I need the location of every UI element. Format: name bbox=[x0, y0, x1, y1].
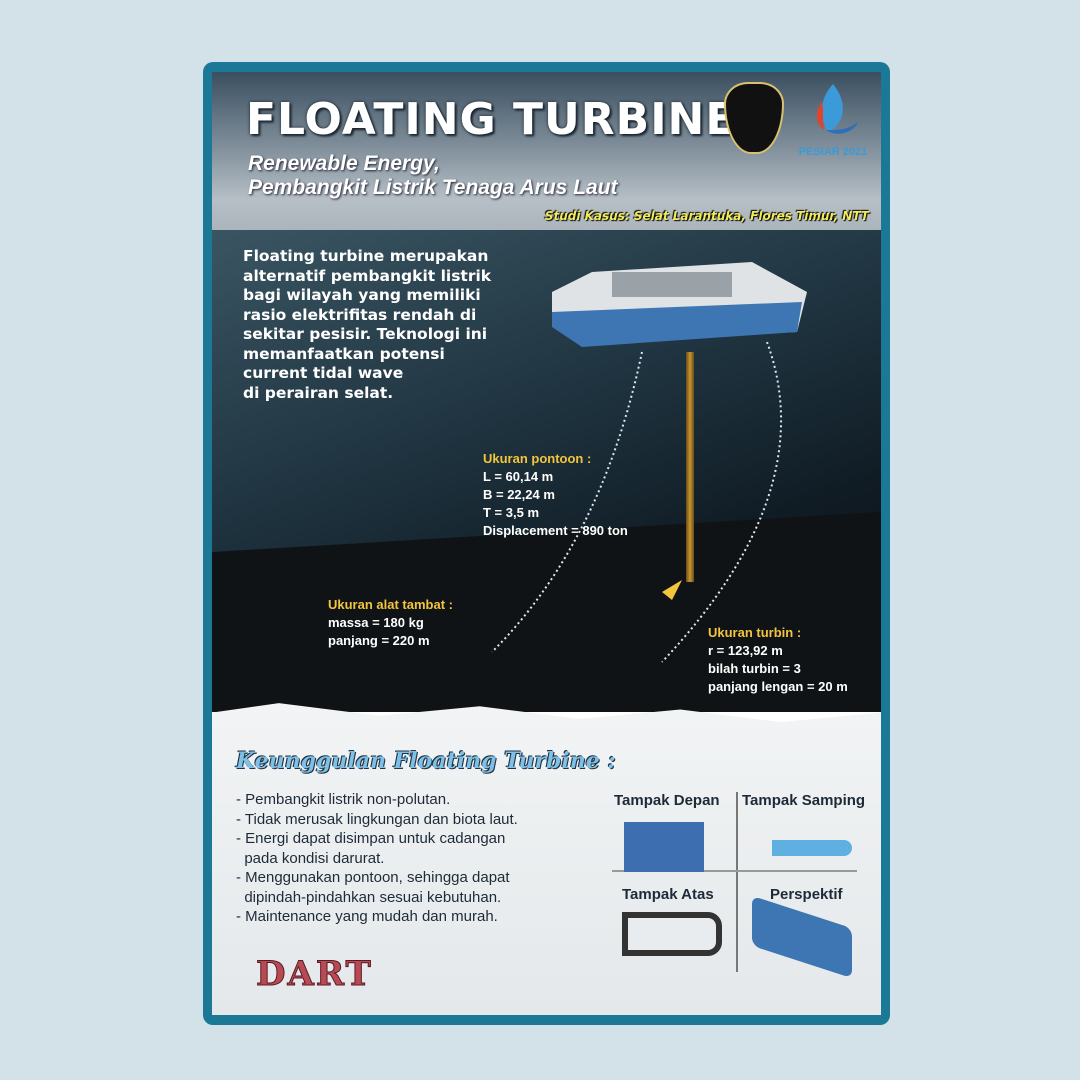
event-logo-text: PESIAR 2021 bbox=[798, 146, 868, 158]
sail-icon bbox=[816, 84, 858, 134]
list-item: - Maintenance yang mudah dan murah. bbox=[236, 908, 498, 925]
advantages-heading: Keunggulan Floating Turbine : bbox=[236, 748, 616, 774]
spec-line: Displacement = 890 ton bbox=[483, 523, 628, 538]
view-front-label: Tampak Depan bbox=[614, 792, 720, 809]
front-view-image bbox=[624, 822, 704, 872]
spec-line: massa = 180 kg bbox=[328, 615, 424, 630]
side-view-image bbox=[772, 840, 852, 856]
spec-line: panjang = 220 m bbox=[328, 633, 430, 648]
team-logo: DART bbox=[256, 954, 373, 995]
poster-frame: FLOATING TURBINE Renewable Energy, Pemba… bbox=[203, 62, 890, 1025]
turbine-specs: Ukuran turbin : r = 123,92 m bilah turbi… bbox=[708, 624, 848, 696]
poster-subtitle: Renewable Energy, Pembangkit Listrik Ten… bbox=[248, 152, 618, 200]
case-study: Studi Kasus: Selat Larantuka, Flores Tim… bbox=[544, 209, 869, 223]
turbine-shaft bbox=[686, 352, 694, 582]
university-logo bbox=[724, 82, 784, 154]
spec-line: bilah turbin = 3 bbox=[708, 661, 801, 676]
subtitle-line: Renewable Energy, bbox=[248, 152, 440, 175]
list-item: - Energi dapat disimpan untuk cadangan bbox=[236, 830, 506, 847]
view-perspective-label: Perspektif bbox=[770, 886, 843, 903]
spec-line: B = 22,24 m bbox=[483, 487, 555, 502]
list-item: - Menggunakan pontoon, sehingga dapat bbox=[236, 869, 510, 886]
spec-line: L = 60,14 m bbox=[483, 469, 554, 484]
poster-title: FLOATING TURBINE bbox=[246, 94, 737, 145]
event-logo: PESIAR 2021 bbox=[798, 80, 868, 158]
list-item: pada kondisi darurat. bbox=[236, 849, 385, 867]
mooring-specs: Ukuran alat tambat : massa = 180 kg panj… bbox=[328, 596, 453, 650]
poster: FLOATING TURBINE Renewable Energy, Pemba… bbox=[212, 72, 881, 1015]
spec-heading: Ukuran alat tambat : bbox=[328, 597, 453, 612]
view-side-label: Tampak Samping bbox=[742, 792, 866, 809]
mooring-lines bbox=[491, 342, 783, 663]
pontoon-illustration bbox=[552, 262, 807, 347]
spec-line: panjang lengan = 20 m bbox=[708, 679, 848, 694]
spec-heading: Ukuran pontoon : bbox=[483, 451, 592, 466]
pontoon-specs: Ukuran pontoon : L = 60,14 m B = 22,24 m… bbox=[483, 450, 628, 540]
view-divider bbox=[736, 792, 738, 972]
spec-line: r = 123,92 m bbox=[708, 643, 783, 658]
top-view-image bbox=[622, 912, 722, 956]
paper-background bbox=[212, 703, 881, 1015]
advantages-list: - Pembangkit listrik non-polutan. - Tida… bbox=[236, 790, 518, 927]
view-top-label: Tampak Atas bbox=[622, 886, 714, 903]
spec-heading: Ukuran turbin : bbox=[708, 625, 802, 640]
spec-line: T = 3,5 m bbox=[483, 505, 539, 520]
subtitle-line: Pembangkit Listrik Tenaga Arus Laut bbox=[248, 176, 618, 199]
list-item: - Tidak merusak lingkungan dan biota lau… bbox=[236, 810, 518, 828]
view-divider bbox=[612, 870, 857, 872]
list-item: - Pembangkit listrik non-polutan. bbox=[236, 791, 451, 808]
list-item: dipindah-pindahkan sesuai kebutuhan. bbox=[236, 888, 502, 906]
intro-text: Floating turbine merupakan alternatif pe… bbox=[243, 247, 492, 402]
